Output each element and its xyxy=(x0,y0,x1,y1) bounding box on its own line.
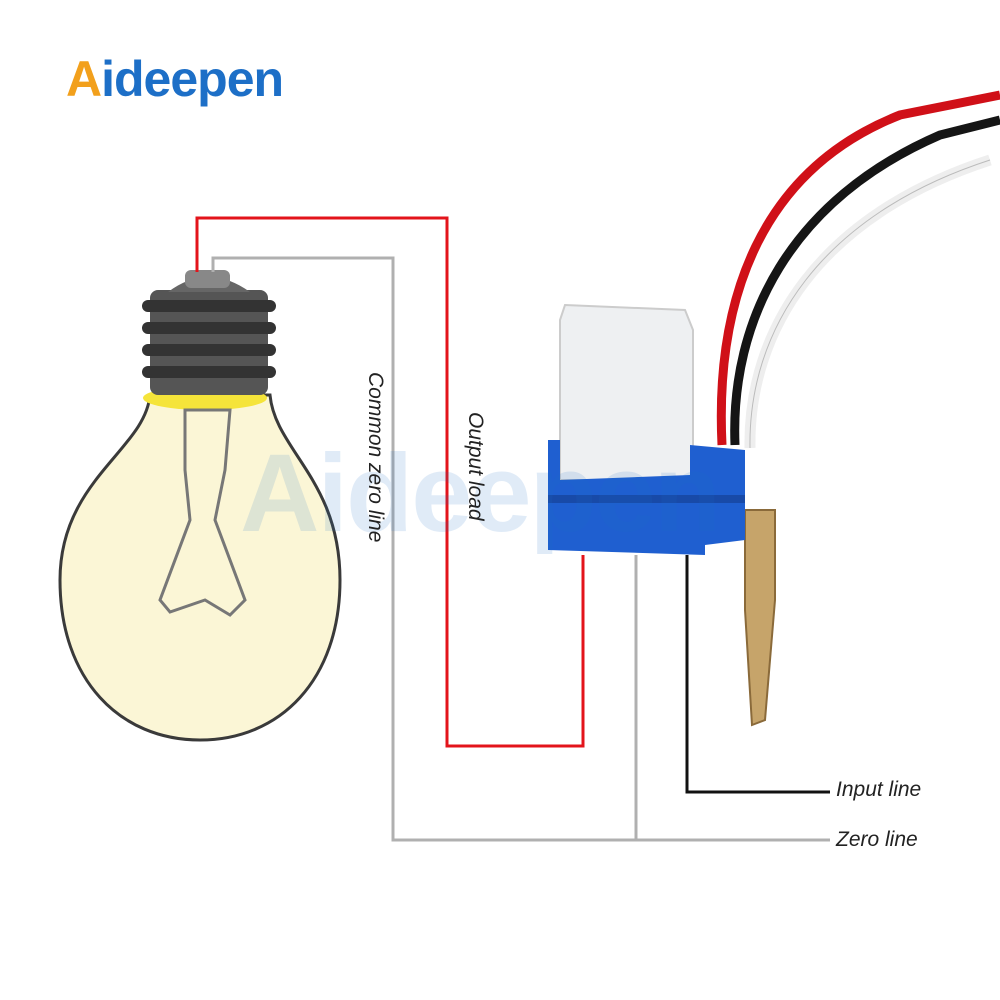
common-zero-line-label: Common zero line xyxy=(364,372,387,543)
light-bulb xyxy=(58,270,342,742)
watermark: Aideepen xyxy=(240,432,721,555)
photo-sensor-switch xyxy=(548,303,776,727)
zero-line-label: Zero line xyxy=(836,828,918,851)
sensor-leads xyxy=(716,90,1000,449)
input-line-label: Input line xyxy=(836,778,922,801)
input-wire xyxy=(685,555,830,794)
bulb-screw-base xyxy=(142,270,276,395)
common-zero-wire xyxy=(211,256,830,842)
output-load-label: Output load xyxy=(464,412,487,521)
output-load-wire xyxy=(195,216,585,748)
brand-logo: Aideepen xyxy=(66,51,284,107)
